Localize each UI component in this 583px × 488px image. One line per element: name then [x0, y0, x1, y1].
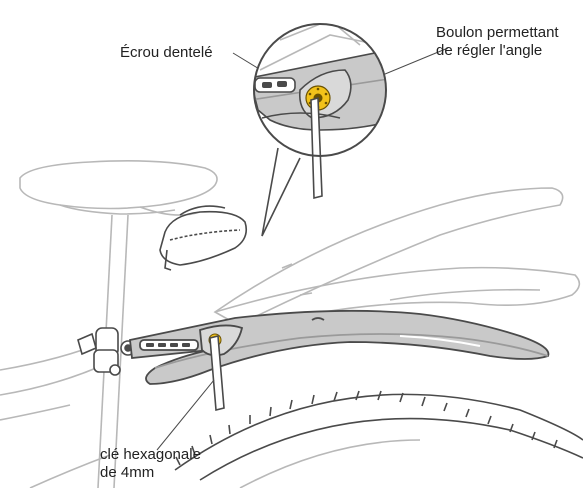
label-hex-key: clé hexagonale de 4mm — [100, 446, 201, 482]
label-hex-key-line2: de 4mm — [100, 464, 201, 482]
label-angle-bolt-line2: de régler l'angle — [436, 42, 559, 60]
saddle — [20, 161, 217, 215]
label-serrated-nut-text: Écrou dentelé — [120, 44, 213, 61]
label-angle-bolt: Boulon permettant de régler l'angle — [436, 24, 559, 60]
seatpost-clamp — [78, 328, 135, 375]
zoom-connector — [262, 148, 300, 236]
label-angle-bolt-line1: Boulon permettant — [436, 24, 559, 42]
label-serrated-nut: Écrou dentelé — [120, 44, 213, 62]
zoom-detail — [250, 20, 395, 198]
saddle-bag — [160, 206, 246, 270]
rear-wheel — [175, 391, 583, 488]
label-hex-key-line1: clé hexagonale — [100, 446, 201, 464]
rear-fender — [130, 311, 548, 384]
fender-ghost-positions — [215, 188, 579, 330]
